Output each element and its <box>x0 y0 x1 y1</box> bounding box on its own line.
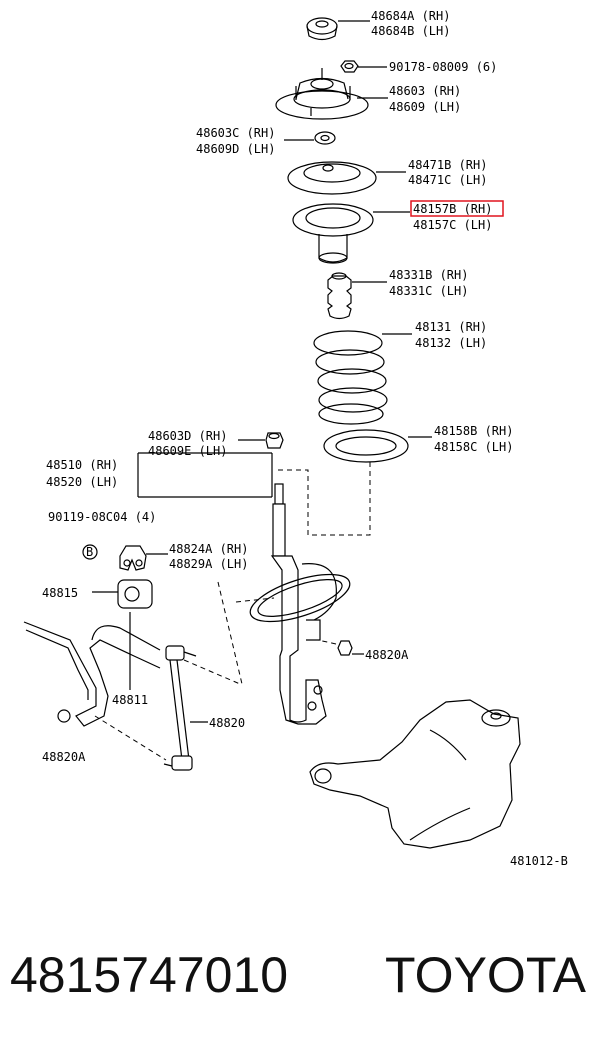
label-48157c: 48157C (LH) <box>413 218 492 232</box>
label-48815: 48815 <box>42 586 78 600</box>
part-number: 4815747010 <box>10 947 289 1003</box>
label-90119: 90119-08C04 (4) <box>48 510 156 524</box>
label-48829a: 48829A (LH) <box>169 557 248 571</box>
lower-insulator <box>323 429 409 463</box>
label-48131: 48131 (RH) <box>415 320 487 334</box>
label-48471b: 48471B (RH) <box>408 158 487 172</box>
spring-insulator <box>292 203 374 264</box>
label-48684a: 48684A (RH) <box>371 9 450 23</box>
label-48820a-left: 48820A <box>42 750 86 764</box>
label-48603: 48603 (RH) <box>389 84 461 98</box>
stabilizer-bushing <box>117 579 153 609</box>
label-48603d: 48603D (RH) <box>148 429 227 443</box>
label-48684b: 48684B (LH) <box>371 24 450 38</box>
nut-48603d <box>265 432 284 449</box>
upper-spring-seat <box>287 161 377 195</box>
washer-48603c <box>314 131 336 145</box>
label-48158c: 48158C (LH) <box>434 440 513 454</box>
stabilizer-link <box>163 645 197 771</box>
bump-stopper <box>327 272 352 320</box>
label-48331c: 48331C (LH) <box>389 284 468 298</box>
stabilizer-bar <box>23 621 161 727</box>
label-48609: 48609 (LH) <box>389 100 461 114</box>
steering-knuckle <box>309 699 521 849</box>
bolt-marker <box>82 544 98 560</box>
bushing-bracket <box>119 545 147 571</box>
label-marker-b: B <box>86 545 93 559</box>
label-48820a-right: 48820A <box>365 648 409 662</box>
label-48157b: 48157B (RH) <box>413 202 492 216</box>
highlight-box <box>410 200 504 217</box>
strut-support-mount <box>275 68 369 120</box>
brand-name: TOYOTA <box>385 947 586 1003</box>
label-48520: 48520 (LH) <box>46 475 118 489</box>
label-48811: 48811 <box>112 693 148 707</box>
nut-90178 <box>340 60 359 73</box>
label-48824a: 48824A (RH) <box>169 542 248 556</box>
strut-cap <box>306 17 338 41</box>
label-48609e: 48609E (LH) <box>148 444 227 458</box>
label-48603c: 48603C (RH) <box>196 126 275 140</box>
label-48331b: 48331B (RH) <box>389 268 468 282</box>
label-48158b: 48158B (RH) <box>434 424 513 438</box>
label-48132: 48132 (LH) <box>415 336 487 350</box>
label-48510: 48510 (RH) <box>46 458 118 472</box>
shock-absorber <box>249 483 351 725</box>
label-90178: 90178-08009 (6) <box>389 60 497 74</box>
label-48609d: 48609D (LH) <box>196 142 275 156</box>
coil-spring <box>313 330 388 425</box>
suspension-exploded-view: 48684A (RH) 48684B (LH) 90178-08009 (6) … <box>23 9 568 868</box>
nut-48820a-right <box>337 640 353 656</box>
label-48471c: 48471C (LH) <box>408 173 487 187</box>
label-48820: 48820 <box>209 716 245 730</box>
footer-bar: 4815747010 TOYOTA <box>10 940 586 1010</box>
diagram-code: 481012-B <box>510 854 568 868</box>
